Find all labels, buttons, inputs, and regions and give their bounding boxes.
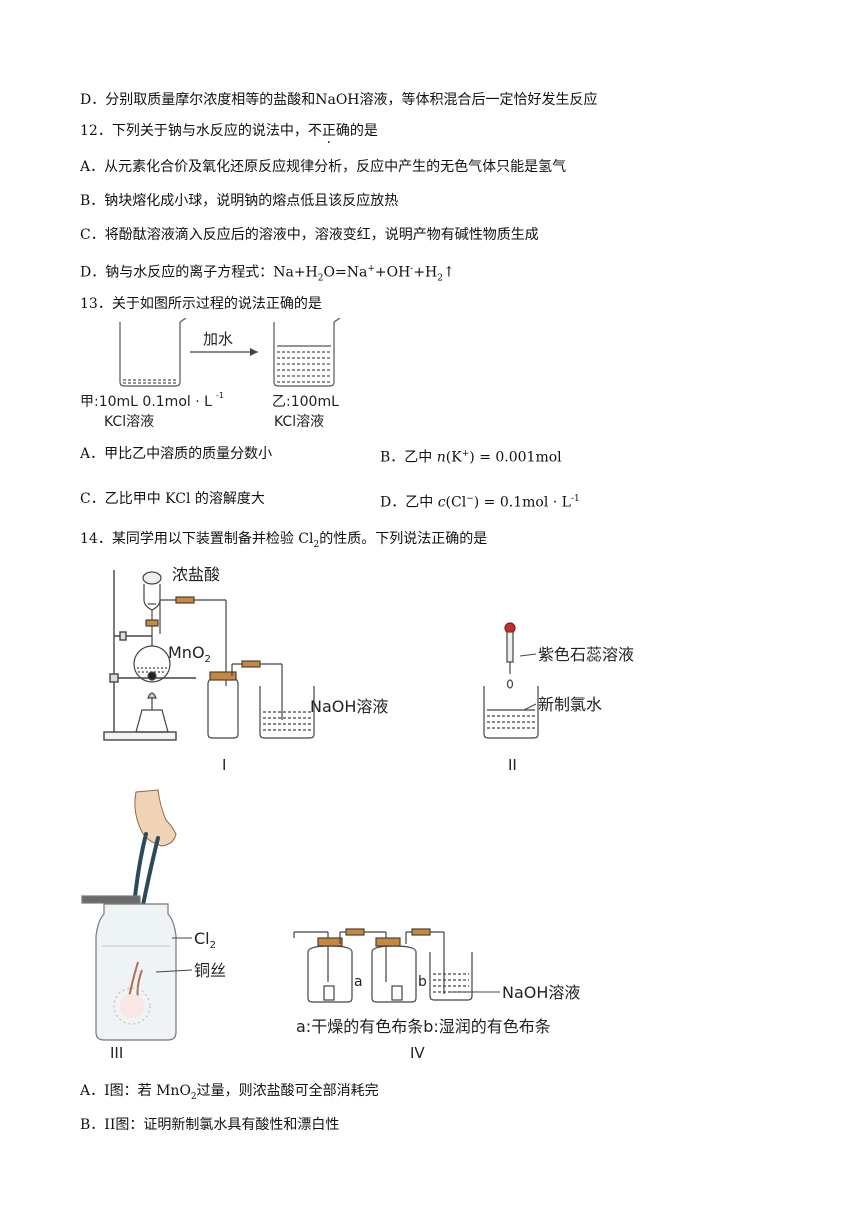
figure-4-label: IV [410,1044,425,1062]
q12-d-prefix: D．钠与水反应的离子方程式：Na+H [80,264,318,281]
q13-stem: 13．关于如图所示过程的说法正确的是 [80,296,322,312]
q14-stem-suffix: 的性质。下列说法正确的是 [319,531,488,547]
add-water-label: 加水 [203,330,233,348]
q12-option-d: D．钠与水反应的离子方程式：Na+H2O=Na++OH-+H2↑ [80,264,455,284]
label-a: a [354,974,363,990]
jia-label-line1: 甲:10mL 0.1mol · L [80,394,212,410]
arrow-head [250,348,258,356]
label-b: b [418,974,427,990]
litmus-label: 紫色石蕊溶液 [538,645,634,664]
naoh-label-4: NaOH溶液 [502,983,580,1002]
gas-jar [81,895,177,1041]
jia-label-line2: KCl溶液 [104,414,154,430]
naoh-label-1: NaOH溶液 [310,697,388,716]
cl2-label: Cl2 [194,929,216,951]
q13-option-a: A．甲比乙中溶质的质量分数小 [80,446,273,462]
q13-b-prefix: B．乙中 [380,449,433,466]
q13-d-prefix: D．乙中 [380,494,434,511]
alcohol-lamp [135,692,169,733]
q12-stem: 12．下列关于钠与水反应的说法中，不正确的是 [80,121,378,141]
q13-option-d: D．乙中 c(Cl−) = 0.1mol · L-1 [380,494,580,511]
q14-option-b: B．II图：证明新制氯水具有酸性和漂白性 [80,1117,340,1133]
beaker-jia [119,318,187,387]
q14-figure-3-4: Cl2 铜丝 III a b NaOH溶液 a:干燥的有色布条b:湿润的有色布条… [81,789,580,1062]
q12-d-arrow: ↑ [443,264,455,281]
q13-d-ion: Cl [451,494,467,511]
dropper [504,622,516,689]
mno2-label: MnO2 [168,643,211,665]
q12-stem-emphasis: 不正确 [308,121,350,141]
flask-apparatus [133,571,227,686]
q14-figure-1-2: 浓盐酸 MnO2 NaOH溶液 I 紫色石蕊溶液 新制氯水 II [103,565,634,774]
beaker-yi [273,318,341,387]
copper-pointer [155,969,193,973]
naoh-beaker [259,686,315,739]
copper-wire [113,961,151,1025]
figure-3-label: III [110,1044,123,1062]
q13-b-ion: K [451,449,462,466]
litmus-pointer [519,653,537,657]
q12-d-mid: +OH [374,264,411,281]
q13-d-sup: -1 [570,494,580,504]
chlorine-water-beaker [483,686,539,739]
q14-option-a: A．I图：若 MnO2过量，则浓盐酸可全部消耗完 [80,1083,379,1102]
figure-1-label: I [222,756,226,774]
q13-d-value: = 0.1mol · L [483,494,571,511]
q14-stem: 14．某同学用以下装置制备并检验 Cl2的性质。下列说法正确的是 [80,531,488,550]
q12-stem-prefix: 12．下列关于钠与水反应的说法中， [80,123,308,139]
q12-option-b: B．钠块熔化成小球，说明钠的熔点低且该反应放热 [80,193,399,209]
q12-d-eq: O=Na [323,264,368,281]
q13-option-c: C．乙比甲中 KCl 的溶解度大 [80,491,265,507]
jia-label-sup: -1 [216,391,224,400]
q13-figure: 加水 甲:10mL 0.1mol · L -1 KCl溶液 乙:100mL KC… [80,318,341,430]
hand-illustration [134,789,177,847]
yi-label-line2: KCl溶液 [274,414,324,430]
q12-option-a: A．从元素化合价及氧化还原反应规律分析，反应中产生的无色气体只能是氢气 [80,159,567,175]
figure-2-label: II [508,756,517,774]
q12-stem-suffix: 的是 [349,123,378,139]
q14-stem-prefix: 14．某同学用以下装置制备并检验 Cl [80,531,314,547]
q13-b-var: n [436,449,446,466]
q12-d-end: +H [413,264,438,281]
copper-label: 铜丝 [194,961,226,980]
q13-d-var: c [437,494,446,511]
chlorine-water-pointer [523,703,537,711]
chlorine-water-label: 新制氯水 [538,695,602,714]
q14-a-suffix: 过量，则浓盐酸可全部消耗完 [196,1083,379,1099]
q13-b-value: = 0.001mol [479,449,562,466]
conc-hcl-label: 浓盐酸 [172,565,220,584]
q14-a-prefix: A．I图：若 MnO [80,1083,191,1099]
q13-option-b: B．乙中 n(K+) = 0.001mol [380,449,562,466]
q11-option-d: D．分别取质量摩尔浓度相等的盐酸和NaOH溶液，等体积混合后一定恰好发生反应 [80,92,598,108]
q12-option-c: C．将酚酞溶液滴入反应后的溶液中，溶液变红，说明产物有碱性物质生成 [80,227,539,243]
strip-caption: a:干燥的有色布条b:湿润的有色布条 [296,1017,551,1036]
gas-bottle [207,660,283,739]
yi-label-line1: 乙:100mL [272,394,339,410]
gas-train-iv [293,928,473,1003]
